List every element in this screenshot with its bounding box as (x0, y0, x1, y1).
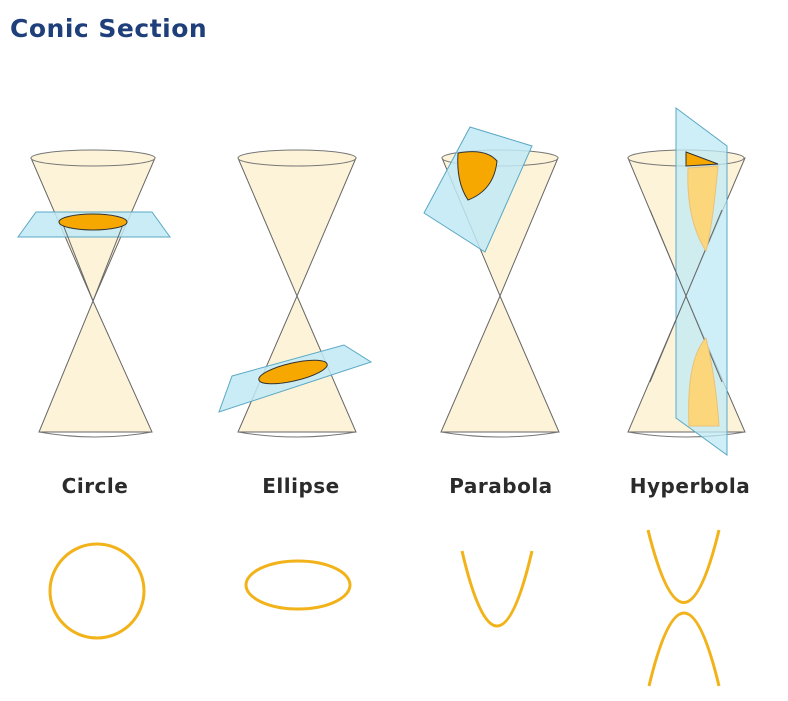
page-title: Conic Section (10, 14, 208, 43)
hyperbola-cone-group (627, 107, 746, 456)
hyperbola-curve-lower (647, 611, 721, 687)
parabola-curve (460, 550, 534, 628)
ellipse-cone-upper (237, 157, 357, 298)
ellipse-section (258, 359, 328, 385)
hyperbola-curve-upper (646, 529, 721, 604)
circle-cone-bottom-rim (38, 431, 153, 438)
circle-section (58, 213, 128, 231)
hyperbola-section-upper (687, 165, 719, 253)
parabola-section (457, 151, 498, 201)
label-ellipse: Ellipse (262, 474, 340, 498)
circle-cone-group (17, 149, 171, 438)
label-parabola: Parabola (449, 474, 553, 498)
label-circle: Circle (61, 474, 129, 498)
label-hyperbola: Hyperbola (629, 474, 751, 498)
hyperbola-section-top-cap (685, 151, 719, 167)
hyperbola-cone-bottom-rim (627, 431, 746, 438)
parabola-cone-group (423, 126, 560, 438)
hyperbola-section-lower (688, 336, 720, 427)
ellipse-cone-bottom-rim (237, 431, 357, 438)
circle-cone-top-rim (30, 149, 156, 167)
parabola-cone-lower (440, 294, 560, 433)
ellipse-cone-group (218, 149, 373, 438)
circle-cone-lower (38, 299, 153, 433)
circle-curve (48, 542, 146, 640)
ellipse-curve (244, 559, 352, 611)
parabola-cone-bottom-rim (440, 431, 560, 438)
ellipse-cone-top-rim (237, 149, 357, 167)
